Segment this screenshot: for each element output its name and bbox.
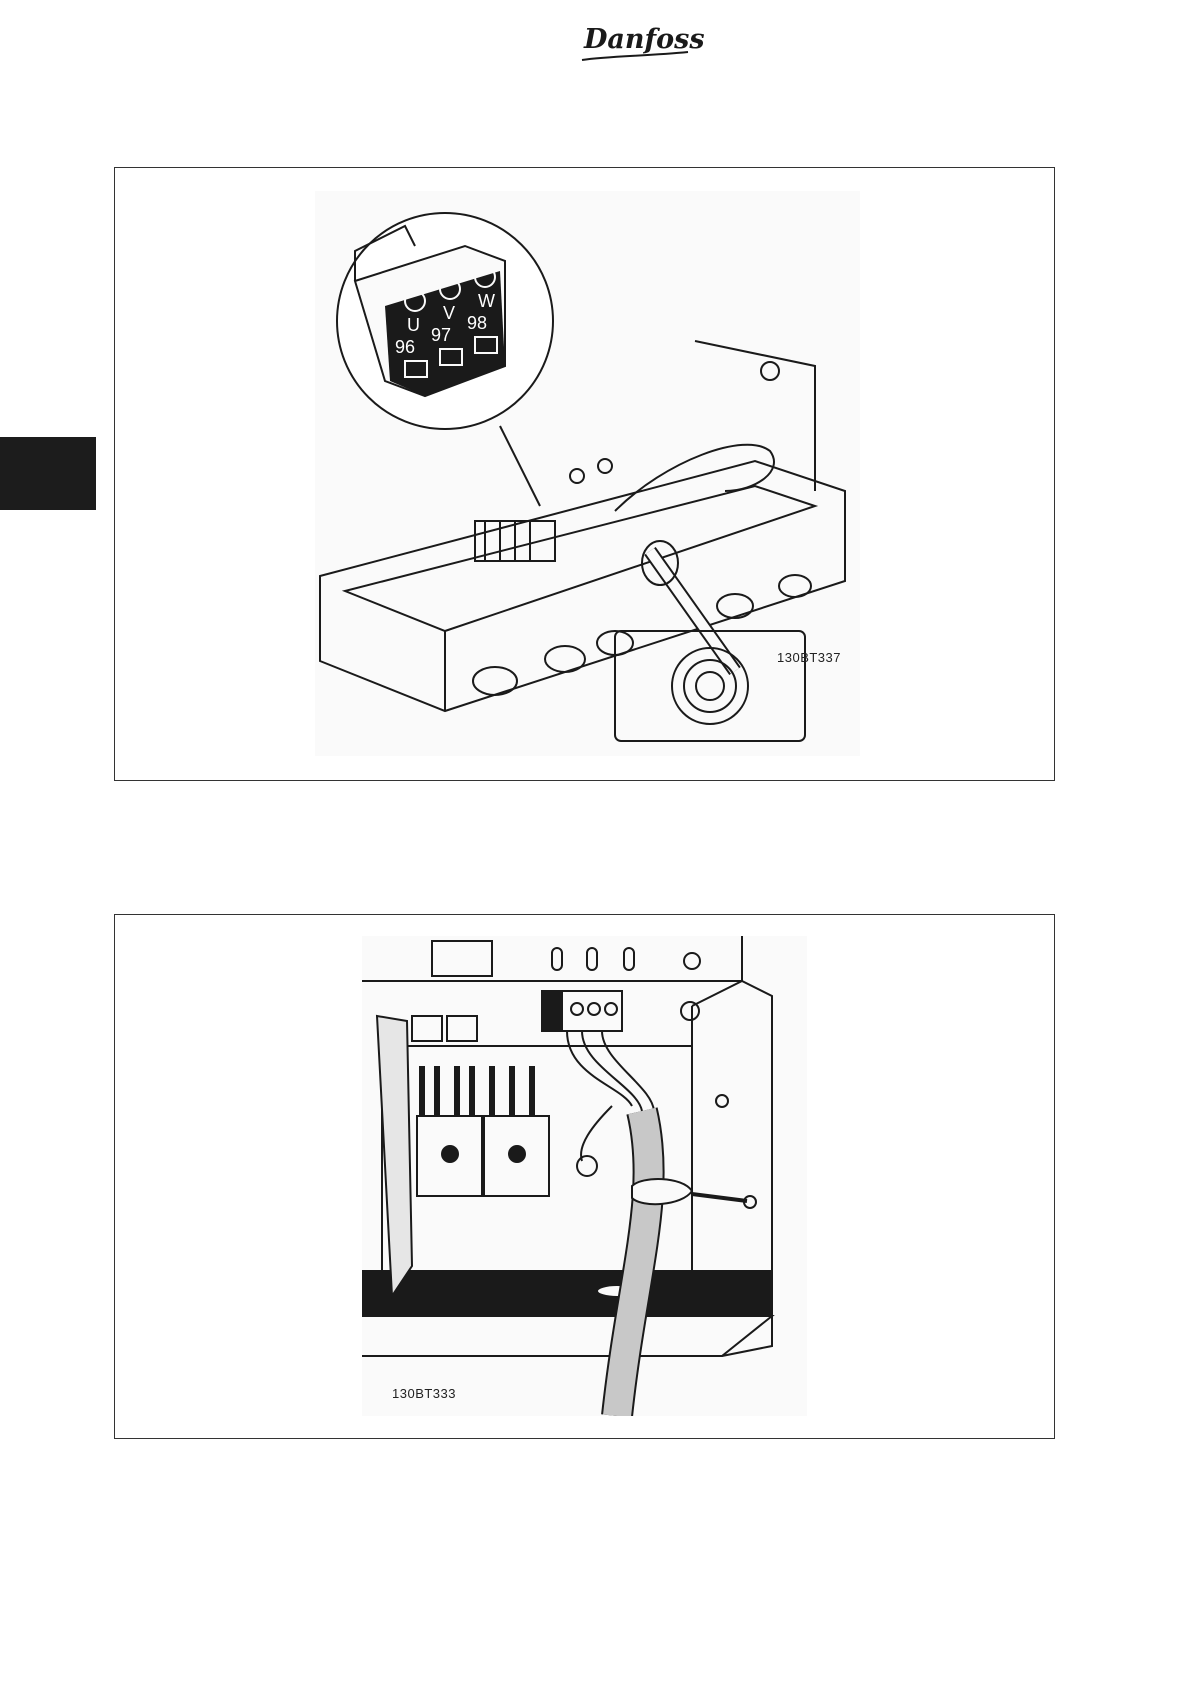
figure-motor-connection-plug: U V W 96 97 98 130BT337 (114, 167, 1055, 781)
brand-wordmark: Danfoss (584, 24, 705, 55)
figure-cable-clamp: 130BT333 (114, 914, 1055, 1439)
illustration-terminal-plug: U V W 96 97 98 (315, 191, 860, 756)
line-drawing (362, 936, 807, 1416)
drawing-code: 130BT337 (777, 650, 841, 665)
terminal-letter-v: V (443, 303, 455, 323)
terminal-number-97: 97 (431, 325, 451, 345)
terminal-number-98: 98 (467, 313, 487, 333)
terminal-number-96: 96 (395, 337, 415, 357)
chapter-tab (0, 437, 96, 510)
illustration-cable-clamp (362, 936, 807, 1416)
danfoss-logo: Danfoss (578, 22, 692, 64)
drawing-code: 130BT333 (392, 1386, 456, 1401)
terminal-letter-u: U (407, 315, 420, 335)
line-drawing: U V W 96 97 98 (315, 191, 860, 756)
terminal-letter-w: W (478, 291, 495, 311)
